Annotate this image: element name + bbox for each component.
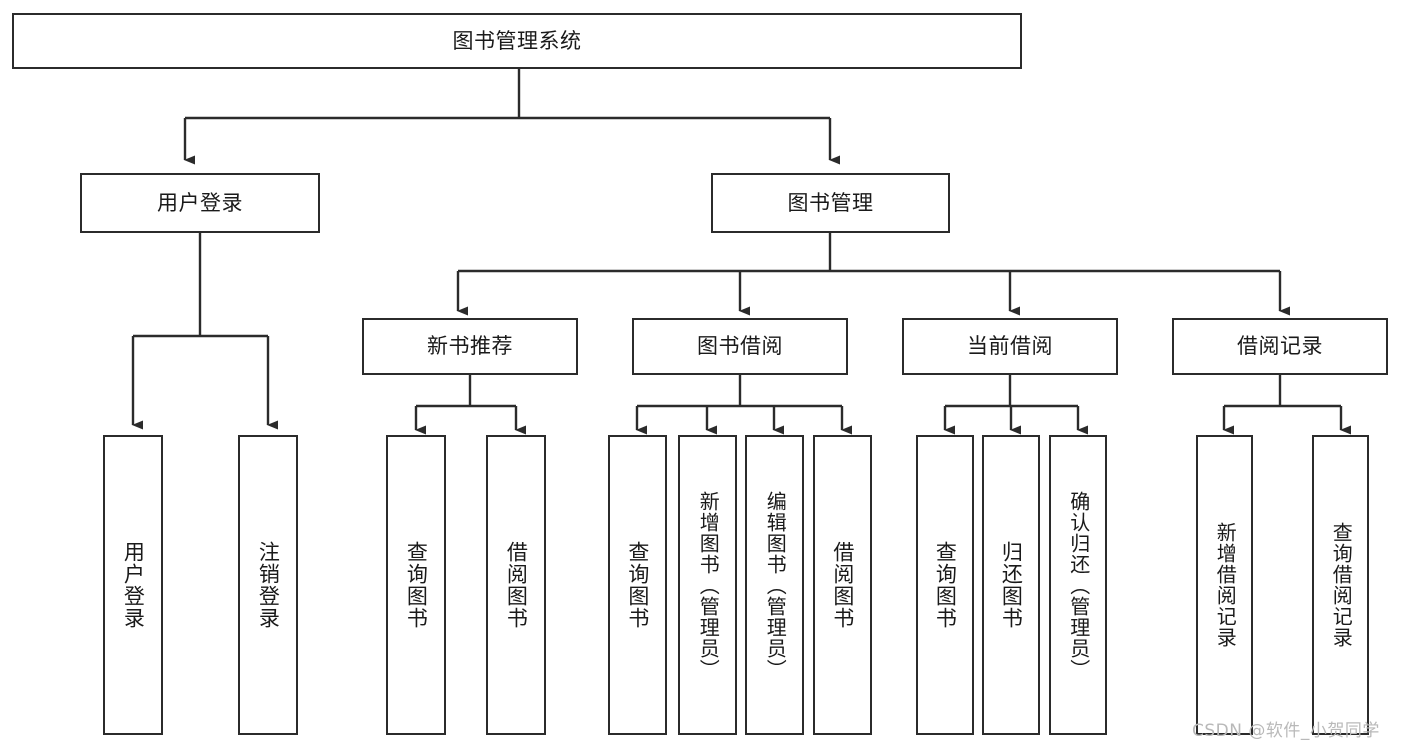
leaf-label: 确认归还（管理员） xyxy=(1066,490,1091,680)
leaf-borrow-record-query[interactable]: 查询借阅记录 xyxy=(1312,435,1369,735)
node-user-login[interactable]: 用户登录 xyxy=(80,173,320,233)
node-root[interactable]: 图书管理系统 xyxy=(12,13,1022,69)
node-current-borrow[interactable]: 当前借阅 xyxy=(902,318,1118,375)
leaf-label: 借阅图书 xyxy=(504,541,529,629)
node-new-book-recommend-label: 新书推荐 xyxy=(427,334,513,359)
leaf-label: 查询图书 xyxy=(625,541,650,629)
leaf-label: 查询图书 xyxy=(404,541,429,629)
leaf-user-login-logout[interactable]: 注销登录 xyxy=(238,435,298,735)
leaf-book-borrow-query[interactable]: 查询图书 xyxy=(608,435,667,735)
node-book-management[interactable]: 图书管理 xyxy=(711,173,950,233)
leaf-book-borrow-add[interactable]: 新增图书（管理员） xyxy=(678,435,737,735)
leaf-label: 查询图书 xyxy=(933,541,958,629)
leaf-label: 借阅图书 xyxy=(830,541,855,629)
node-book-management-label: 图书管理 xyxy=(787,190,874,215)
node-book-borrow[interactable]: 图书借阅 xyxy=(632,318,848,375)
node-user-login-label: 用户登录 xyxy=(157,190,243,215)
node-borrow-record-label: 借阅记录 xyxy=(1237,334,1323,359)
leaf-label: 新增图书（管理员） xyxy=(696,490,721,680)
node-root-label: 图书管理系统 xyxy=(452,28,582,53)
leaf-book-borrow-borrow[interactable]: 借阅图书 xyxy=(813,435,872,735)
node-book-borrow-label: 图书借阅 xyxy=(697,334,783,359)
node-borrow-record[interactable]: 借阅记录 xyxy=(1172,318,1388,375)
leaf-book-borrow-edit[interactable]: 编辑图书（管理员） xyxy=(745,435,804,735)
node-new-book-recommend[interactable]: 新书推荐 xyxy=(362,318,578,375)
leaf-current-borrow-return[interactable]: 归还图书 xyxy=(982,435,1040,735)
leaf-label: 注销登录 xyxy=(256,541,281,629)
leaf-label: 查询借阅记录 xyxy=(1329,522,1354,648)
leaf-label: 新增借阅记录 xyxy=(1213,522,1238,648)
leaf-new-book-query[interactable]: 查询图书 xyxy=(386,435,446,735)
leaf-current-borrow-confirm[interactable]: 确认归还（管理员） xyxy=(1049,435,1107,735)
leaf-label: 编辑图书（管理员） xyxy=(763,490,788,680)
csdn-watermark: CSDN @软件_小贺同学 xyxy=(1192,721,1380,741)
node-current-borrow-label: 当前借阅 xyxy=(967,334,1053,359)
leaf-new-book-borrow[interactable]: 借阅图书 xyxy=(486,435,546,735)
leaf-user-login-login[interactable]: 用户登录 xyxy=(103,435,163,735)
leaf-label: 归还图书 xyxy=(999,541,1024,629)
leaf-current-borrow-query[interactable]: 查询图书 xyxy=(916,435,974,735)
leaf-label: 用户登录 xyxy=(121,541,146,629)
leaf-borrow-record-add[interactable]: 新增借阅记录 xyxy=(1196,435,1253,735)
